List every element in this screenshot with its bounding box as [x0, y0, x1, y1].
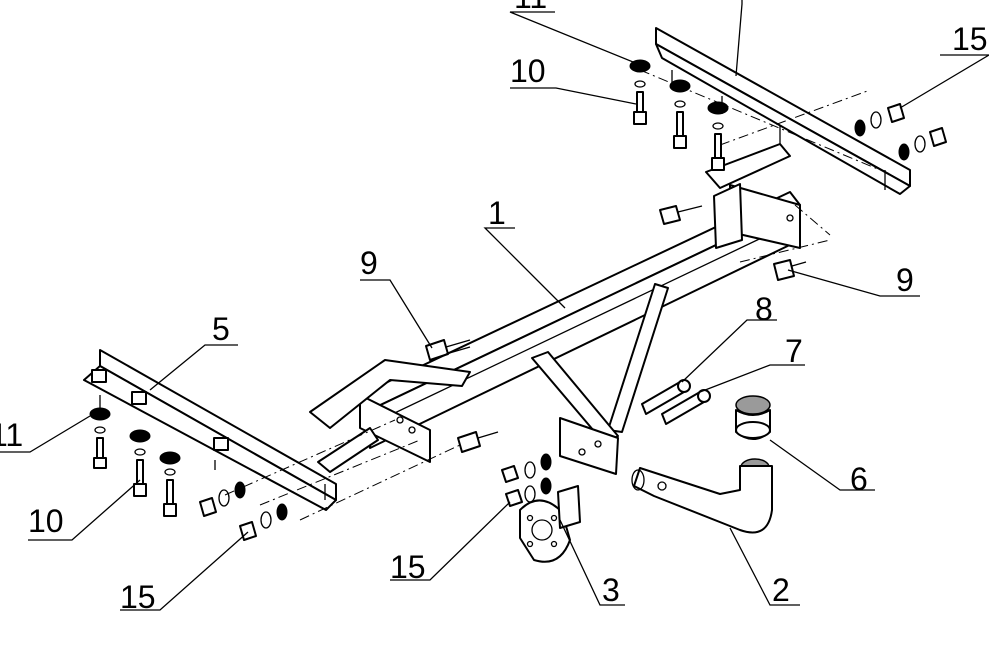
main-crossbeam	[309, 143, 801, 475]
callout-10-bottom: 10	[28, 503, 64, 539]
bolt-right-beam	[659, 205, 703, 225]
callout-15-bottom: 15	[120, 579, 156, 615]
leader-lines	[0, 0, 989, 611]
bolt-7	[661, 389, 711, 425]
assembly-guide-lines	[224, 69, 881, 521]
bolt-8	[641, 379, 691, 415]
callout-7: 7	[785, 333, 803, 369]
callout-1: 1	[488, 195, 506, 231]
callout-9-left: 9	[360, 245, 378, 281]
socket-plate	[519, 485, 581, 563]
tow-ball	[735, 395, 771, 476]
fasteners-right	[629, 59, 947, 171]
right-side-bracket	[655, 27, 911, 195]
callout-labels: 1 2 3 5 6 7 8 9 9 10 10 11 11 15 15 15	[0, 0, 988, 615]
callout-6: 6	[850, 461, 868, 497]
ball-mount	[631, 465, 773, 534]
bolt-9-right	[773, 259, 807, 281]
callout-11-left: 11	[0, 417, 23, 453]
callout-15-top: 15	[952, 21, 988, 57]
fasteners-left	[89, 407, 288, 541]
callout-15-mid: 15	[390, 549, 426, 585]
callout-5: 5	[212, 311, 230, 347]
left-side-bracket	[83, 349, 337, 511]
callout-9-right: 9	[896, 262, 914, 298]
callout-11-top: 11	[514, 0, 547, 15]
callout-3: 3	[602, 572, 620, 608]
callout-8: 8	[755, 291, 773, 327]
callout-2: 2	[772, 572, 790, 608]
fasteners-middle	[501, 453, 552, 507]
bolt-left-beam	[457, 431, 499, 453]
bolt-9-left	[425, 339, 471, 361]
callout-10-top: 10	[510, 53, 546, 89]
